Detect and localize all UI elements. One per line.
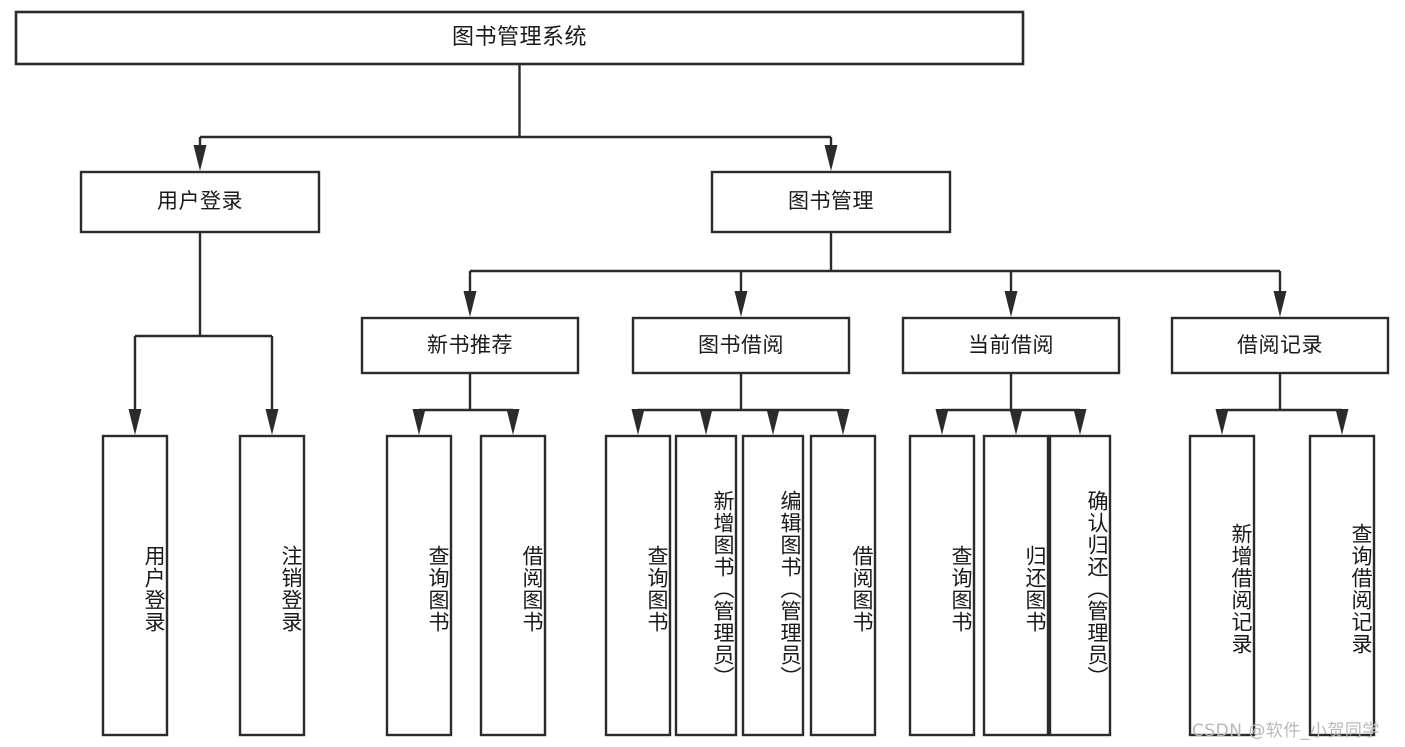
edge-group-borrow-record [1215, 373, 1349, 435]
node-box-user-login[interactable] [79, 170, 321, 234]
edge-group-book-borrow [631, 373, 850, 435]
arrow-head-leaf-return-book [1009, 409, 1023, 435]
node-box-leaf-add-record[interactable] [1188, 434, 1256, 737]
arrow-head-leaf-user-logout [265, 409, 279, 435]
node-box-new-book-rec[interactable] [360, 316, 580, 375]
edge-group-current-borrow [935, 373, 1087, 435]
node-box-leaf-query-book-2[interactable] [604, 434, 672, 737]
node-box-leaf-user-login[interactable] [101, 434, 169, 737]
node-box-leaf-return-book[interactable] [982, 434, 1050, 737]
arrow-head-book-borrow [734, 291, 748, 317]
arrow-head-new-book-rec [463, 291, 477, 317]
node-box-current-borrow[interactable] [901, 316, 1121, 375]
arrow-head-leaf-query-book-2 [631, 409, 645, 435]
arrow-head-leaf-confirm-return [1073, 409, 1087, 435]
node-box-leaf-query-book-1[interactable] [385, 434, 453, 737]
node-box-leaf-user-logout[interactable] [238, 434, 306, 737]
arrow-head-leaf-query-book-3 [935, 409, 949, 435]
node-box-leaf-edit-book[interactable] [741, 434, 805, 737]
arrow-head-book-manage [824, 145, 838, 171]
edge-group-book-manage [463, 232, 1287, 317]
node-box-leaf-borrow-book-1[interactable] [479, 434, 547, 737]
arrow-head-leaf-edit-book [766, 409, 780, 435]
node-box-book-manage[interactable] [710, 170, 952, 234]
arrow-head-borrow-record [1273, 291, 1287, 317]
arrow-head-leaf-user-login [128, 409, 142, 435]
node-box-leaf-query-book-3[interactable] [908, 434, 976, 737]
edge-group-user-login [128, 232, 279, 435]
node-box-book-borrow[interactable] [631, 316, 851, 375]
node-box-leaf-borrow-book-2[interactable] [809, 434, 877, 737]
node-box-root[interactable] [14, 10, 1025, 66]
arrow-head-leaf-query-record [1335, 409, 1349, 435]
edge-group-new-book-rec [412, 373, 520, 435]
watermark-text: CSDN @软件_小贺同学 [1192, 721, 1380, 741]
edge-layer [128, 64, 1349, 435]
node-box-leaf-add-book[interactable] [674, 434, 738, 737]
arrow-head-user-login [193, 145, 207, 171]
arrow-head-leaf-borrow-book-2 [836, 409, 850, 435]
arrow-head-leaf-query-book-1 [412, 409, 426, 435]
node-box-borrow-record[interactable] [1170, 316, 1390, 375]
node-box-leaf-query-record[interactable] [1308, 434, 1376, 737]
arrow-head-leaf-borrow-book-1 [506, 409, 520, 435]
edge-group-root [193, 64, 838, 171]
arrow-head-leaf-add-record [1215, 409, 1229, 435]
node-layer [14, 10, 1390, 737]
arrow-head-leaf-add-book [699, 409, 713, 435]
arrow-head-current-borrow [1004, 291, 1018, 317]
node-box-leaf-confirm-return[interactable] [1048, 434, 1112, 737]
